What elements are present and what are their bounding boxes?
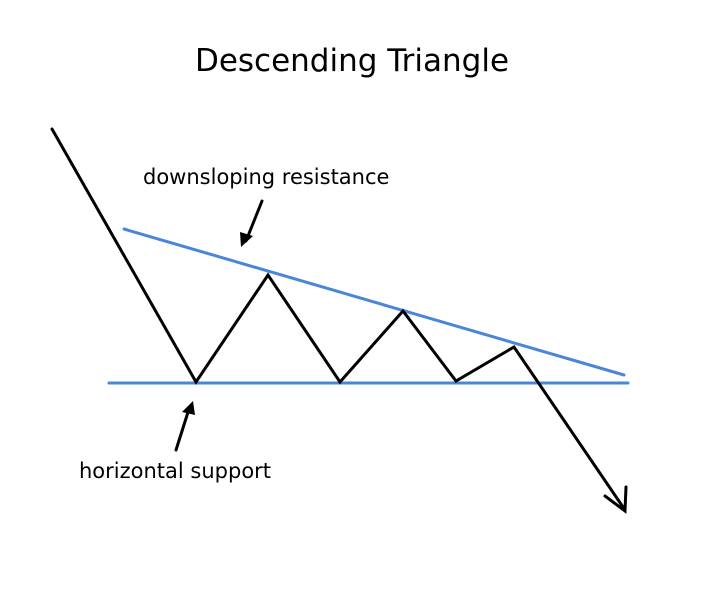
support-label: horizontal support [79,459,271,483]
price-path [50,127,627,512]
resistance-pointer-arrow [244,199,264,243]
support-pointer-arrow [174,407,191,452]
resistance-trendline [122,227,626,377]
breakdown-arrowhead [603,485,628,514]
support-pointer-arrowhead [182,401,195,415]
page-title: Descending Triangle [195,43,509,79]
resistance-pointer-arrowhead [240,232,253,247]
resistance-label: downsloping resistance [143,165,389,189]
